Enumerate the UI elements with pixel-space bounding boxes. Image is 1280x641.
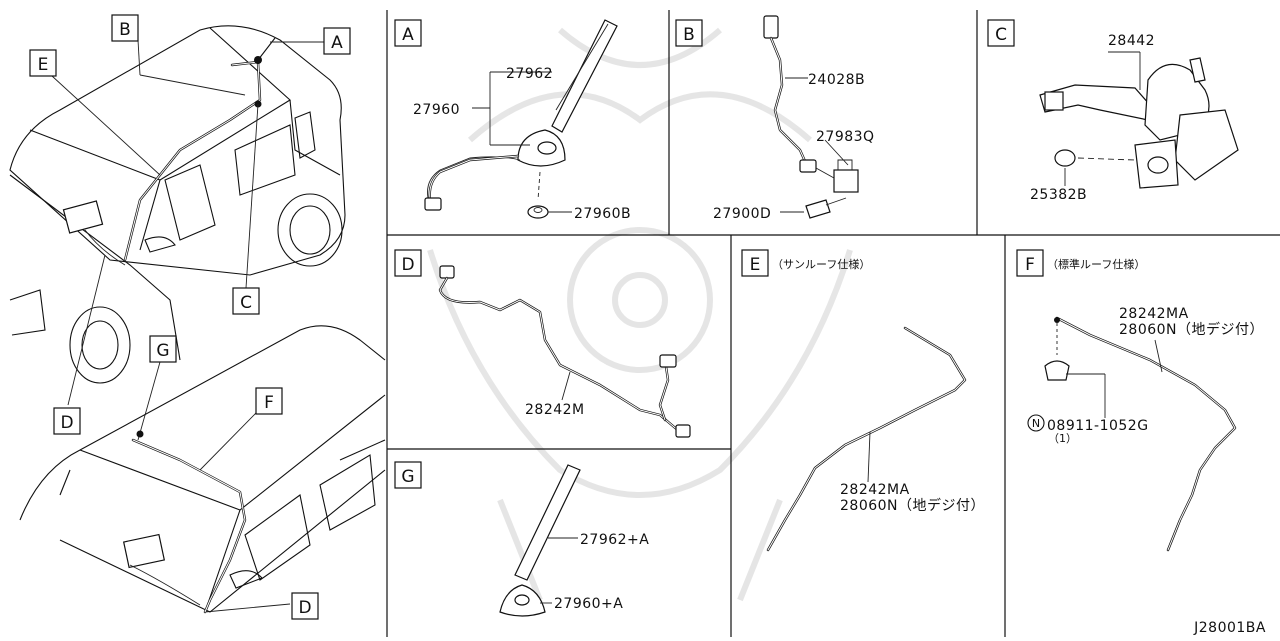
callout-e: E [38,55,49,75]
part-28060n-f: 28060N（地デジ付） [1119,321,1264,338]
overview-callouts: A B E C D G F D [29,14,351,620]
watermark-emblem [427,27,853,602]
panel-dividers [386,10,1280,637]
callout-b: B [119,20,131,40]
car-lower-illustration [19,325,386,614]
callout-f: F [264,393,274,413]
panel-g: G 27962+A 27960+A [394,461,649,617]
panel-b: B 24028B 27983Q 27900D [675,15,875,222]
diagram-code: J28001BA [1193,620,1266,636]
callout-a: A [331,33,343,53]
part-27960b: 27960B [574,206,631,222]
panel-c-letter: C [995,25,1007,45]
overview-leaders [51,39,324,613]
part-27962a: 27962+A [580,532,649,548]
car-upper-illustration [9,25,346,384]
panel-d: D 28242M [394,249,691,438]
callout-d-lower: D [298,598,311,618]
panel-a: A 27962 27960 27960B [394,19,631,222]
panel-f-letter: F [1025,255,1035,275]
panel-g-letter: G [401,467,414,487]
panel-e: E （サンルーフ仕様） 28242MA 28060N（地デジ付） [741,249,985,552]
panel-a-letter: A [402,25,414,45]
part-28242ma-e: 28242MA [840,482,910,498]
part-27960a: 27960+A [554,596,623,612]
panel-f-spec: （標準ルーフ仕様） [1047,257,1145,271]
part-28242m: 28242M [525,402,585,418]
part-08911-1052g: 08911-1052G [1047,418,1149,434]
callout-d-upper: D [60,413,73,433]
panel-d-letter: D [401,255,414,275]
panel-e-spec: （サンルーフ仕様） [772,257,870,271]
part-27960: 27960 [413,102,460,118]
panel-b-letter: B [683,25,695,45]
part-28442: 28442 [1108,33,1155,49]
part-28242ma-f: 28242MA [1119,306,1189,322]
part-24028b: 24028B [808,72,865,88]
panel-e-letter: E [750,255,761,275]
part-25382b: 25382B [1030,187,1087,203]
part-27962: 27962 [506,66,553,82]
panel-f: F （標準ルーフ仕様） N 28242MA 28060N（地デジ付） 08911… [1016,249,1264,552]
callout-g: G [156,341,169,361]
part-quantity: （1） [1048,432,1077,445]
part-27983q: 27983Q [816,129,875,145]
nut-symbol: N [1032,417,1040,430]
part-28060n-e: 28060N（地デジ付） [840,497,985,514]
panel-c: C 28442 25382B [987,19,1239,203]
callout-c: C [240,293,252,313]
part-27900d: 27900D [713,206,771,222]
